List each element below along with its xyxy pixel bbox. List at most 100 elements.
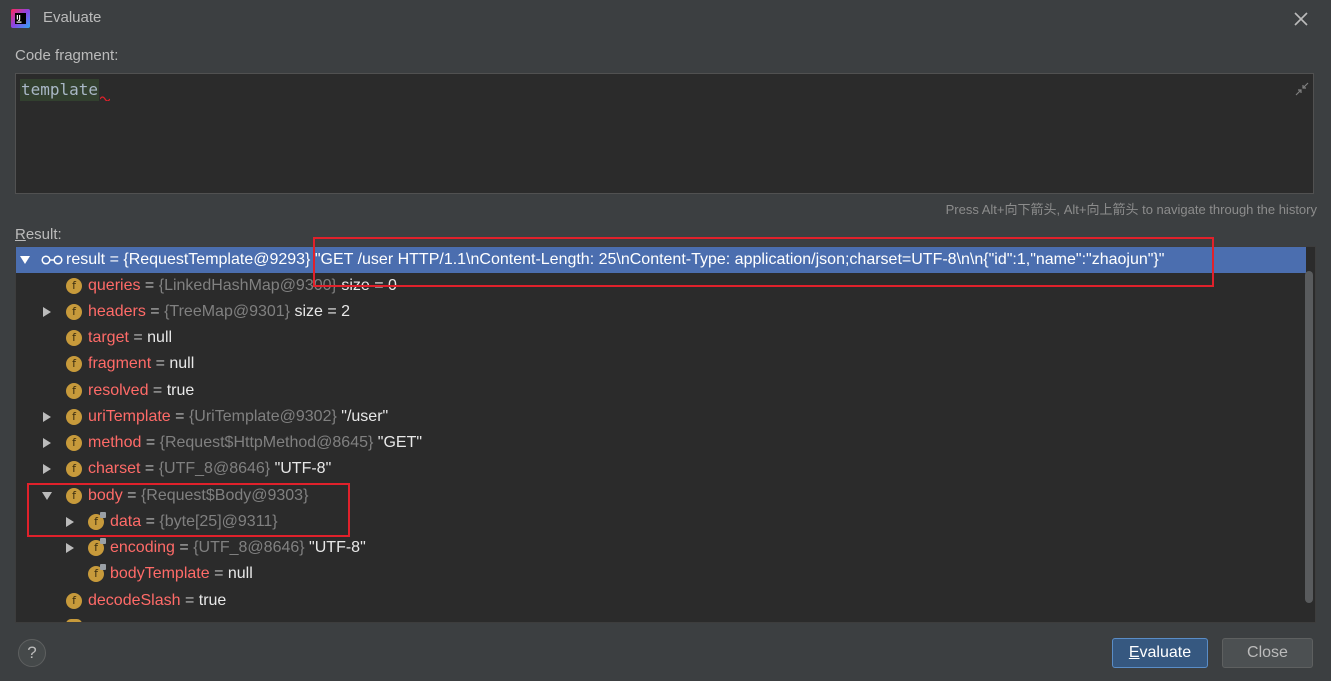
field-icon: f: [66, 488, 82, 504]
expanded-arrow-icon[interactable]: [41, 490, 53, 502]
type-reference: {LinkedHashMap@9300}: [158, 277, 337, 294]
field-value: "UTF-8": [270, 460, 332, 477]
tree-row-method[interactable]: f method = {Request$HttpMethod@8645} "GE…: [16, 430, 1306, 456]
tree-row-bodytemplate[interactable]: f bodyTemplate = null: [16, 561, 1306, 587]
field-name: uriTemplate: [88, 408, 171, 425]
intellij-app-icon: IJ: [11, 9, 30, 28]
error-squiggle-icon: [100, 96, 110, 101]
field-name: queries: [88, 277, 141, 294]
field-name: method: [88, 434, 142, 451]
equals: =: [170, 408, 189, 425]
type-reference: {UTF_8@8646}: [158, 460, 271, 477]
field-icon: f: [66, 278, 82, 294]
equals: =: [105, 251, 124, 268]
history-hint: Press Alt+向下箭头, Alt+向上箭头 to navigate thr…: [945, 202, 1317, 217]
collapsed-arrow-icon[interactable]: [41, 306, 53, 318]
field-icon: f: [66, 356, 82, 372]
equals: =: [140, 460, 159, 477]
equals: =: [209, 565, 228, 582]
tree-row-target[interactable]: f target = null: [16, 325, 1306, 351]
collapsed-arrow-icon[interactable]: [64, 542, 76, 554]
collapse-editor-icon[interactable]: [1294, 81, 1310, 97]
tree-row-data[interactable]: f data = {byte[25]@9311}: [16, 509, 1306, 535]
field-value: true: [166, 382, 195, 399]
tree-row-charset[interactable]: f charset = {UTF_8@8646} "UTF-8": [16, 456, 1306, 482]
evaluate-button-mnemonic: E: [1128, 644, 1140, 661]
field-value: null: [169, 355, 195, 372]
code-fragment-label: Code fragment:: [15, 47, 119, 64]
evaluate-button-label: valuate: [1139, 644, 1192, 661]
field-value: null: [147, 329, 173, 346]
tree-row-resolved[interactable]: f resolved = true: [16, 378, 1306, 404]
field-value: "UTF-8": [304, 539, 366, 556]
equals: =: [141, 513, 160, 530]
close-button[interactable]: Close: [1222, 638, 1313, 668]
tree-row-queries[interactable]: f queries = {LinkedHashMap@9300} size = …: [16, 273, 1306, 299]
equals: =: [122, 487, 141, 504]
result-label-rest: esult:: [25, 226, 62, 243]
field-name: bodyTemplate: [110, 565, 210, 582]
final-field-icon: f: [88, 538, 106, 556]
final-field-icon: f: [88, 512, 106, 530]
equals: =: [151, 355, 170, 372]
type-reference: {Request$HttpMethod@8645}: [159, 434, 374, 451]
type-reference: {TreeMap@9301}: [164, 303, 291, 320]
field-value: null: [227, 565, 253, 582]
field-name: decodeSlash: [88, 592, 181, 609]
equals: =: [128, 329, 148, 346]
collapsed-arrow-icon[interactable]: [41, 437, 53, 449]
partial-field-icon: [66, 619, 82, 622]
field-icon: f: [66, 304, 82, 320]
type-reference: {byte[25]@9311}: [159, 513, 278, 530]
watch-glasses-icon: [41, 255, 63, 265]
close-icon[interactable]: [1290, 8, 1312, 30]
field-name: fragment: [88, 355, 152, 372]
window-title: Evaluate: [43, 9, 102, 26]
tree-row-headers[interactable]: f headers = {TreeMap@9301} size = 2: [16, 299, 1306, 325]
field-icon: f: [66, 461, 82, 477]
equals: =: [141, 434, 160, 451]
tree-row-encoding[interactable]: f encoding = {UTF_8@8646} "UTF-8": [16, 535, 1306, 561]
type-reference: {Request$Body@9303}: [140, 487, 309, 504]
result-tree[interactable]: result = {RequestTemplate@9293} "GET /us…: [15, 246, 1316, 623]
evaluate-button[interactable]: Evaluate: [1112, 638, 1208, 668]
equals: =: [145, 303, 165, 320]
field-name: target: [88, 329, 129, 346]
field-name: result: [66, 251, 106, 268]
svg-text:IJ: IJ: [16, 15, 20, 22]
collapsed-arrow-icon[interactable]: [41, 411, 53, 423]
collapsed-arrow-icon[interactable]: [41, 463, 53, 475]
tree-row-uritemplate[interactable]: f uriTemplate = {UriTemplate@9302} "/use…: [16, 404, 1306, 430]
final-field-icon: f: [88, 564, 106, 582]
result-label: Result:: [15, 226, 62, 243]
field-name: charset: [88, 460, 141, 477]
result-scrollbar[interactable]: [1305, 271, 1313, 603]
result-label-mnemonic: R: [15, 226, 26, 243]
tree-row-body[interactable]: f body = {Request$Body@9303}: [16, 483, 1306, 509]
field-icon: f: [66, 409, 82, 425]
field-value: true: [198, 592, 227, 609]
tree-row-fragment[interactable]: f fragment = null: [16, 351, 1306, 377]
collapsed-arrow-icon[interactable]: [64, 516, 76, 528]
field-icon: f: [66, 435, 82, 451]
code-fragment-editor[interactable]: template: [15, 73, 1314, 194]
title-bar: IJ Evaluate: [0, 0, 1331, 36]
type-reference: {UTF_8@8646}: [193, 539, 305, 556]
field-icon: f: [66, 593, 82, 609]
tree-row-result[interactable]: result = {RequestTemplate@9293} "GET /us…: [16, 247, 1306, 273]
field-name: headers: [88, 303, 146, 320]
expanded-arrow-icon[interactable]: [19, 254, 31, 266]
field-value: "/user": [336, 408, 389, 425]
field-value: size = 2: [290, 303, 351, 320]
field-name: encoding: [110, 539, 175, 556]
highlight-box-result-value: [313, 237, 1214, 287]
field-icon: f: [66, 330, 82, 346]
field-icon: f: [66, 383, 82, 399]
field-value: "GET /user HTTP/1.1\nContent-Length: 25\…: [310, 251, 1165, 268]
equals: =: [140, 277, 159, 294]
tree-row-decodeslash[interactable]: f decodeSlash = true: [16, 588, 1306, 614]
equals: =: [180, 592, 199, 609]
type-reference: {RequestTemplate@9293}: [123, 251, 311, 268]
code-fragment-text[interactable]: template: [20, 79, 100, 101]
help-button[interactable]: ?: [18, 639, 46, 667]
